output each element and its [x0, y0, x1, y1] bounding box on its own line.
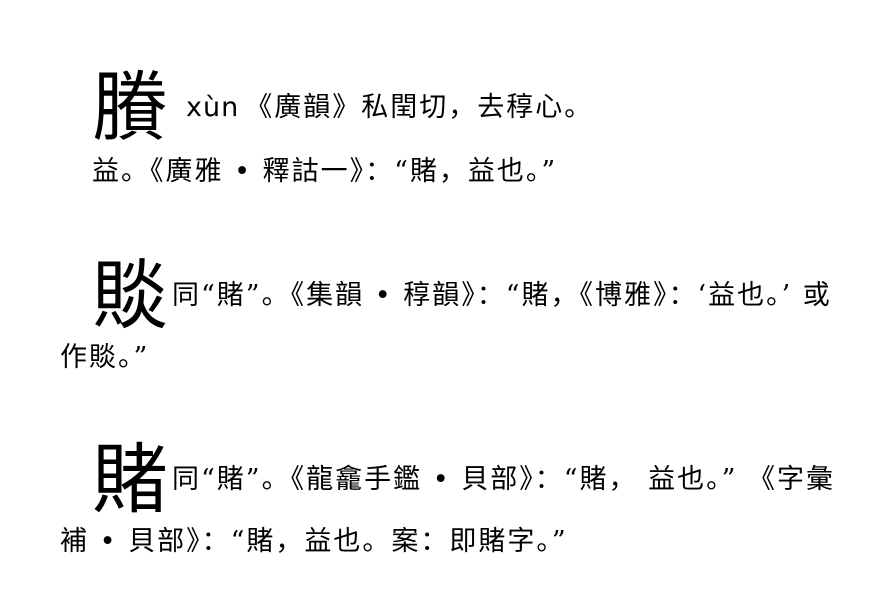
entry-2-definition-line-2: 作賧。”: [60, 342, 150, 373]
entry-1-definition-line-2: 益。《廣雅 • 釋詁一》：“賭，益也。”: [92, 156, 558, 187]
entry-3-first-line: 賭同“賭”。《龍龕手鑑 • 貝部》：“賭， 益也。” 《字彙: [92, 442, 835, 518]
entry-2-first-line: 賧同“賭”。《集韻 • 稕韻》：“賭，《博雅》：‘益也。’ 或: [92, 258, 832, 334]
entry-3-definition-line-1: 同“賭”。《龍龕手鑑 • 貝部》：“賭， 益也。” 《字彙: [172, 464, 835, 495]
entry-1-headword: 賸: [92, 63, 168, 152]
entry-1-definition-line-1: 《廣韻》私閏切，去稕心。: [245, 92, 594, 123]
entry-3-headword: 賭: [92, 435, 168, 524]
entry-3-definition-line-2: 補 • 貝部》：“賭，益也。案：即賭字。”: [60, 526, 568, 557]
entry-2-headword: 賧: [92, 251, 168, 340]
entry-1-pinyin: xùn: [186, 92, 240, 123]
entry-2-definition-line-1: 同“賭”。《集韻 • 稕韻》：“賭，《博雅》：‘益也。’ 或: [172, 280, 832, 311]
